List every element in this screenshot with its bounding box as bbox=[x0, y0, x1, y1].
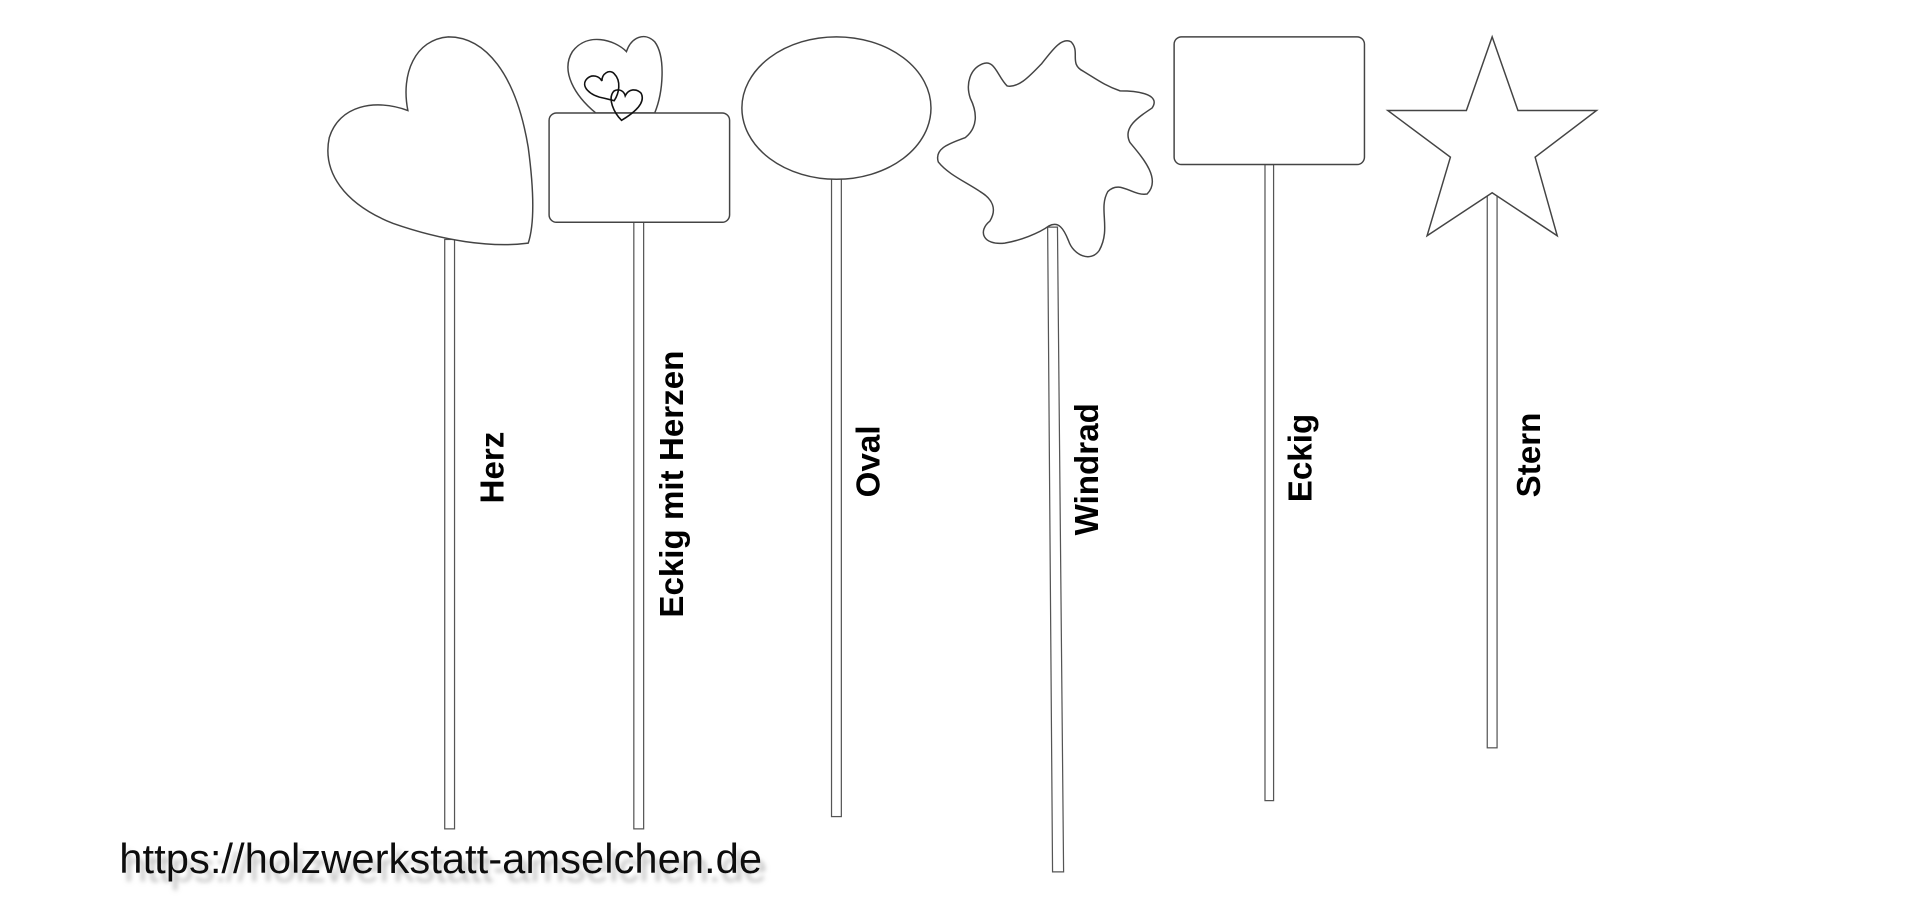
label-eckig-mit-herzen: Eckig mit Herzen bbox=[654, 351, 691, 618]
label-eckig: Eckig bbox=[1283, 414, 1320, 502]
stake-herz bbox=[327, 36, 534, 830]
small-heart-icon bbox=[583, 70, 620, 102]
stake-eckig-mit-herzen bbox=[548, 35, 731, 830]
small-heart-icon bbox=[610, 89, 644, 122]
label-windrad: Windrad bbox=[1069, 403, 1106, 535]
oval-shape bbox=[741, 36, 932, 181]
stick bbox=[1264, 163, 1275, 802]
rectangle-sign bbox=[1173, 36, 1366, 166]
stake-windrad bbox=[936, 40, 1155, 873]
stick bbox=[444, 238, 456, 830]
rectangle-sign bbox=[548, 112, 731, 223]
watermark-url: https://holzwerkstatt-amselchen.de bbox=[119, 835, 762, 882]
label-herz: Herz bbox=[475, 432, 512, 504]
stick bbox=[1047, 226, 1065, 873]
label-oval: Oval bbox=[850, 425, 887, 497]
stick bbox=[633, 221, 645, 830]
stick bbox=[1486, 192, 1498, 749]
stake-oval bbox=[741, 36, 932, 818]
stake-eckig bbox=[1173, 36, 1366, 802]
stake-stern bbox=[1385, 34, 1599, 749]
stick bbox=[830, 177, 842, 818]
windrad-shape bbox=[936, 40, 1155, 258]
heart-shape bbox=[327, 36, 534, 246]
label-stern: Stern bbox=[1511, 413, 1548, 498]
star-shape bbox=[1385, 34, 1599, 238]
